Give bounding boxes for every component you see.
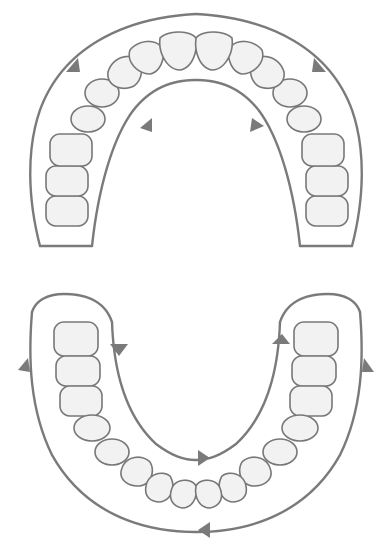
lower-tooth-l6 (60, 386, 102, 416)
lower-tooth-l7 (56, 356, 100, 386)
upper-arrow-inner-right (250, 118, 264, 132)
lower-tooth-r1 (196, 480, 222, 508)
upper-tooth-l8 (46, 196, 88, 226)
lower-arrow-front (198, 450, 210, 466)
lower-tooth-r5 (282, 415, 318, 441)
upper-arrow-inner-left (140, 118, 152, 132)
lower-arrow-outer-left (18, 358, 30, 372)
upper-arch-inner-path (92, 80, 300, 246)
upper-tooth-r7 (306, 166, 348, 196)
lower-tooth-l5 (74, 415, 110, 441)
upper-tooth-l5 (71, 106, 105, 132)
upper-tooth-l7 (46, 166, 88, 196)
upper-tooth-r5 (287, 106, 321, 132)
lower-tooth-r4 (263, 439, 297, 465)
upper-teeth (46, 32, 348, 226)
lower-tooth-l4 (95, 439, 129, 465)
lower-arrow-bottom (198, 522, 210, 538)
lower-arch (18, 294, 374, 538)
upper-tooth-l6 (50, 134, 92, 166)
lower-tooth-r6 (290, 386, 332, 416)
lower-tooth-l1 (170, 480, 196, 508)
lower-teeth (54, 322, 338, 508)
lower-tooth-r8 (294, 322, 338, 356)
upper-tooth-r1 (196, 32, 233, 70)
lower-arrow-outer-right (362, 358, 374, 372)
lower-tooth-r7 (292, 356, 336, 386)
upper-tooth-r6 (302, 134, 344, 166)
lower-arrow-inner-right (272, 334, 290, 344)
upper-tooth-l1 (160, 32, 197, 70)
lower-arch-inner-path (112, 322, 280, 460)
upper-tooth-r8 (306, 196, 348, 226)
lower-tooth-l8 (54, 322, 98, 356)
lower-arrow-inner-left (110, 344, 128, 356)
lower-arch-top-left (32, 294, 112, 322)
upper-arch (30, 14, 362, 246)
lower-arch-top-right (280, 294, 360, 322)
lower-tooth-l2 (146, 473, 173, 502)
lower-tooth-r2 (219, 473, 246, 502)
